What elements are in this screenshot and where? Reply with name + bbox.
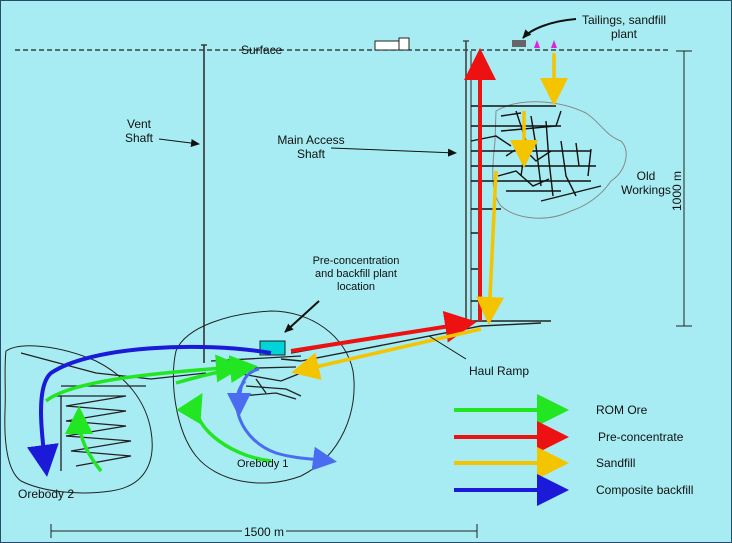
haul-ramp-label: Haul Ramp xyxy=(469,364,530,378)
orebody-2-label: Orebody 2 xyxy=(18,487,75,501)
rom-ore-flow-orebody1-up xyxy=(175,355,258,385)
depth-scale-label: 1000 m xyxy=(670,170,685,212)
legend-label-sandfill: Sandfill xyxy=(596,456,636,470)
vent-label-line2: Shaft xyxy=(124,131,154,145)
preconc-label-line2: and backfill plant xyxy=(315,268,397,280)
tailings-leader xyxy=(522,18,577,39)
preconc-label-line3: location xyxy=(337,281,375,293)
main-shaft-label: Main Access Shaft xyxy=(266,133,356,161)
backfill-flow-orebody1-a xyxy=(227,367,260,417)
depth-scale-bar xyxy=(676,50,692,327)
old-workings-outline xyxy=(492,101,627,219)
rom-ore-flow-orebody1 xyxy=(176,392,272,463)
tailings-plant-icon xyxy=(512,40,526,47)
rom-ore-flow-orebody2-up xyxy=(65,406,103,473)
preconc-leader xyxy=(284,300,320,333)
vent-shaft-label: Vent Shaft xyxy=(119,117,159,145)
sandfill-flow-ramp xyxy=(291,327,482,380)
backfill-flow-orebody1-b xyxy=(235,379,337,471)
legend-label-rom-ore: ROM Ore xyxy=(596,403,648,417)
tailings-label-line2: plant xyxy=(610,27,638,41)
sandfill-flow-shaft xyxy=(476,170,504,325)
surface-label: Surface xyxy=(241,43,283,57)
width-scale-label: 1500 m xyxy=(242,525,287,539)
main-shaft-leader xyxy=(330,147,457,157)
orebody-2-outline xyxy=(4,345,153,494)
old-label-line2: Workings xyxy=(621,183,671,197)
legend-arrows xyxy=(454,394,569,506)
legend-label-composite-backfill: Composite backfill xyxy=(596,483,694,497)
preconc-plant-label: Pre-concentration and backfill plant loc… xyxy=(301,255,411,294)
marker-pink-icon xyxy=(534,40,540,48)
backfill-flow-orebody2 xyxy=(27,344,272,477)
vent-label-line1: Vent xyxy=(126,117,152,131)
legend-label-preconcentrate: Pre-concentrate xyxy=(598,430,684,444)
orebody-1-outline xyxy=(172,310,355,484)
surface-building-icon xyxy=(374,40,400,51)
main-label-line1: Main Access xyxy=(277,133,345,147)
orebody-2-workings xyxy=(20,352,207,471)
old-workings-label: Old Workings xyxy=(613,169,679,197)
main-label-line2: Shaft xyxy=(296,147,326,161)
haul-ramp-leader xyxy=(428,335,467,360)
tailings-label: Tailings, sandfill plant xyxy=(569,13,679,41)
old-label-line1: Old xyxy=(636,169,656,183)
haul-ramp xyxy=(280,320,551,362)
rom-ore-flow-orebody2 xyxy=(44,354,244,403)
vent-shaft-leader xyxy=(158,138,200,147)
orebody-1-label: Orebody 1 xyxy=(237,458,289,470)
tailings-label-line1: Tailings, sandfill xyxy=(581,13,667,27)
orebody-1-workings xyxy=(210,355,302,400)
preconc-label-line1: Pre-concentration xyxy=(312,255,400,267)
preconcentrate-flow-ramp xyxy=(290,310,477,353)
